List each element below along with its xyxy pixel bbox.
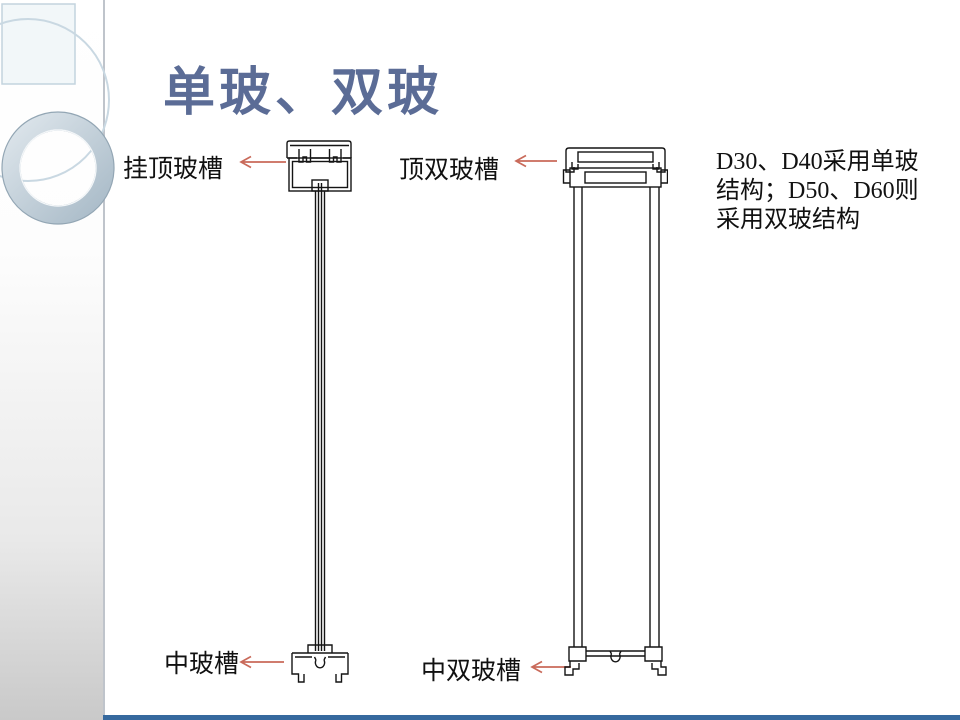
ring-circle-decoration <box>1 111 115 225</box>
arrow-to-mid-groove-label <box>239 655 284 669</box>
sidebar-circles-decoration <box>0 3 115 225</box>
slide-title: 单玻、双玻 <box>163 65 444 122</box>
ring-inner-rim <box>19 129 97 207</box>
label-mid-glass-groove: 中玻槽 <box>164 651 240 678</box>
single-glass-profile-drawing <box>286 140 352 683</box>
decorative-sidebar <box>0 0 115 720</box>
label-top-double-glass-groove: 顶双玻槽 <box>399 157 500 184</box>
label-hang-top-glass-groove: 挂顶玻槽 <box>123 156 224 183</box>
double-glass-profile-drawing <box>562 147 668 676</box>
arrow-to-top-double-label <box>514 154 557 168</box>
arrow-to-hang-top-label <box>239 155 286 169</box>
label-mid-double-glass-groove: 中双玻槽 <box>421 658 522 685</box>
note-line: 结构；D50、D60则 <box>716 178 919 204</box>
note-line: 采用双玻结构 <box>716 207 860 233</box>
thin-circle-decoration <box>0 18 110 182</box>
note-line: D30、D40采用单玻 <box>716 149 919 175</box>
note-text-block: D30、D40采用单玻 结构；D50、D60则 采用双玻结构 <box>716 148 952 235</box>
sidebar-rect-decoration <box>1 3 76 85</box>
bottom-accent-bar <box>103 715 960 720</box>
